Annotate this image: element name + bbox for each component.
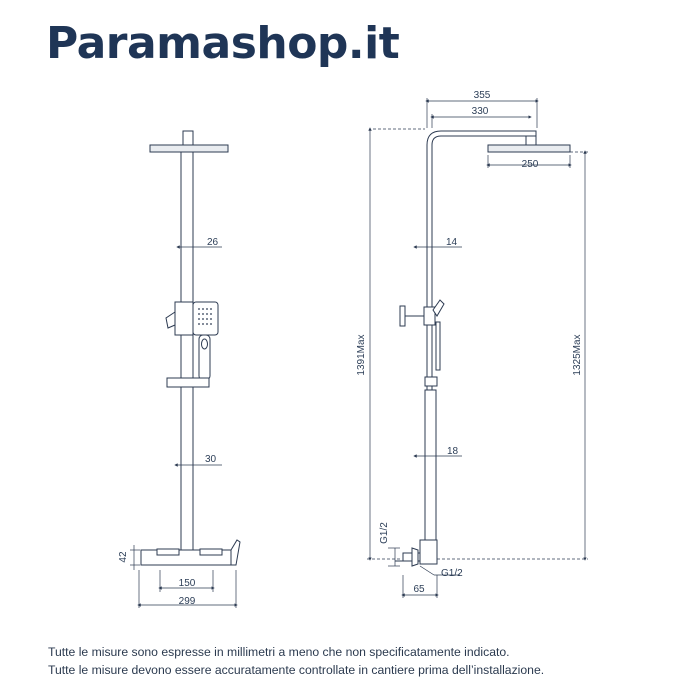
side-upper-pipe [426, 130, 537, 390]
front-slider [166, 377, 210, 388]
side-dimensions [367, 98, 588, 598]
side-dim-outlet-thread: G1/2 [441, 568, 463, 579]
front-column [180, 151, 194, 551]
side-dim-lower-pipe: 18 [447, 446, 459, 457]
front-head-connector [182, 130, 194, 146]
side-dim-wall-offset: 65 [413, 584, 425, 595]
side-valve [419, 539, 438, 565]
side-dim-overall-height: 1391Max [356, 334, 367, 375]
side-dim-arm-reach: 355 [474, 90, 491, 101]
side-dim-head-height: 1325Max [572, 334, 583, 375]
side-view [395, 130, 571, 567]
front-dim-valve-height: 42 [118, 551, 129, 563]
side-head-connector [525, 135, 537, 146]
front-dim-total-width: 299 [179, 596, 196, 607]
side-lower-pipe [424, 389, 437, 541]
front-dimensions [130, 245, 238, 608]
front-dim-bar-width: 30 [205, 454, 217, 465]
side-knob [399, 305, 406, 327]
side-slider [424, 376, 438, 387]
front-mixer-handle [230, 539, 241, 566]
footnote-units: Tutte le misure sono espresse in millime… [48, 645, 510, 659]
front-shower-head [149, 144, 229, 153]
side-hand-shower [432, 299, 445, 317]
front-hand-shower-nozzles [198, 308, 212, 325]
footnotes: Tutte le misure sono espresse in millime… [48, 643, 544, 679]
front-dim-inlet-spacing: 150 [179, 578, 196, 589]
side-shower-head [487, 144, 571, 153]
side-dim-inlet-thread: G1/2 [379, 522, 390, 544]
footnote-verify: Tutte le misure devono essere accuratame… [48, 663, 545, 677]
front-hand-handle [198, 334, 211, 381]
front-hand-shower [192, 301, 219, 336]
front-view [140, 130, 241, 566]
front-holder-knob [165, 311, 176, 329]
front-holder [174, 301, 194, 336]
side-dim-head-diameter: 250 [522, 159, 539, 170]
front-dim-column-width: 26 [207, 237, 219, 248]
brand-logo: Paramashop.it [46, 18, 400, 69]
side-dim-arm-length: 330 [472, 106, 489, 117]
side-dim-upper-pipe: 14 [446, 237, 458, 248]
